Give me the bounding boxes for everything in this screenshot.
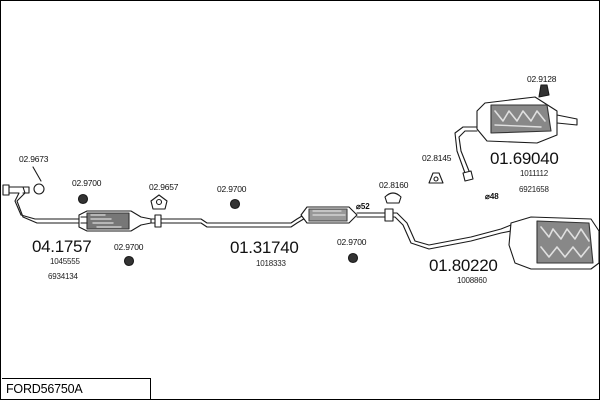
diameter-52: ⌀52 <box>356 202 370 211</box>
mid-pipe-code: 01.31740 <box>230 238 299 257</box>
label-ring-mid: 02.9700 <box>217 184 247 194</box>
label-clamp-8160: 02.8160 <box>379 180 409 190</box>
rear-box-ref1: 1008860 <box>457 276 487 285</box>
rear-box-code: 01.80220 <box>429 256 498 275</box>
rear-muffler-ref1: 1011112 <box>520 169 548 178</box>
mid-pipe-ref1: 1018333 <box>256 259 286 268</box>
mount-9657-shape <box>150 194 168 210</box>
label-ring-under-cat: 02.9700 <box>114 242 144 252</box>
diameter-48: ⌀48 <box>485 192 499 201</box>
catalyst-shape <box>78 210 152 232</box>
catalyst-ref1: 1045555 <box>50 257 80 266</box>
rear-muffler-code: 01.69040 <box>490 149 559 168</box>
ring-center-low-shape <box>347 252 359 264</box>
model-box: FORD56750A <box>2 378 151 399</box>
label-mount-9128: 02.9128 <box>527 74 557 84</box>
rear-box-shape <box>508 216 600 270</box>
label-ring-left: 02.9700 <box>72 178 102 188</box>
mount-8145-shape <box>428 172 444 184</box>
mid-silencer-shape <box>300 206 358 224</box>
rear-muffler-shape <box>454 96 578 182</box>
catalyst-code: 04.1757 <box>32 237 92 256</box>
label-ring-center-low: 02.9700 <box>337 237 367 247</box>
clip-9673-shape <box>33 183 45 195</box>
label-mount-8145: 02.8145 <box>422 153 452 163</box>
ring-left-shape <box>77 193 89 205</box>
clamp-8160-shape <box>384 192 402 204</box>
rear-muffler-ref2: 6921658 <box>519 185 549 194</box>
label-mount-9657: 02.9657 <box>149 182 179 192</box>
mid-pipe-front <box>150 212 308 224</box>
label-clip-9673: 02.9673 <box>19 154 49 164</box>
ring-mid-shape <box>229 198 241 210</box>
model-code: FORD56750A <box>6 382 83 396</box>
rear-pipe <box>356 212 512 246</box>
ring-under-cat-shape <box>123 255 135 267</box>
catalyst-ref2: 6934134 <box>48 272 78 281</box>
